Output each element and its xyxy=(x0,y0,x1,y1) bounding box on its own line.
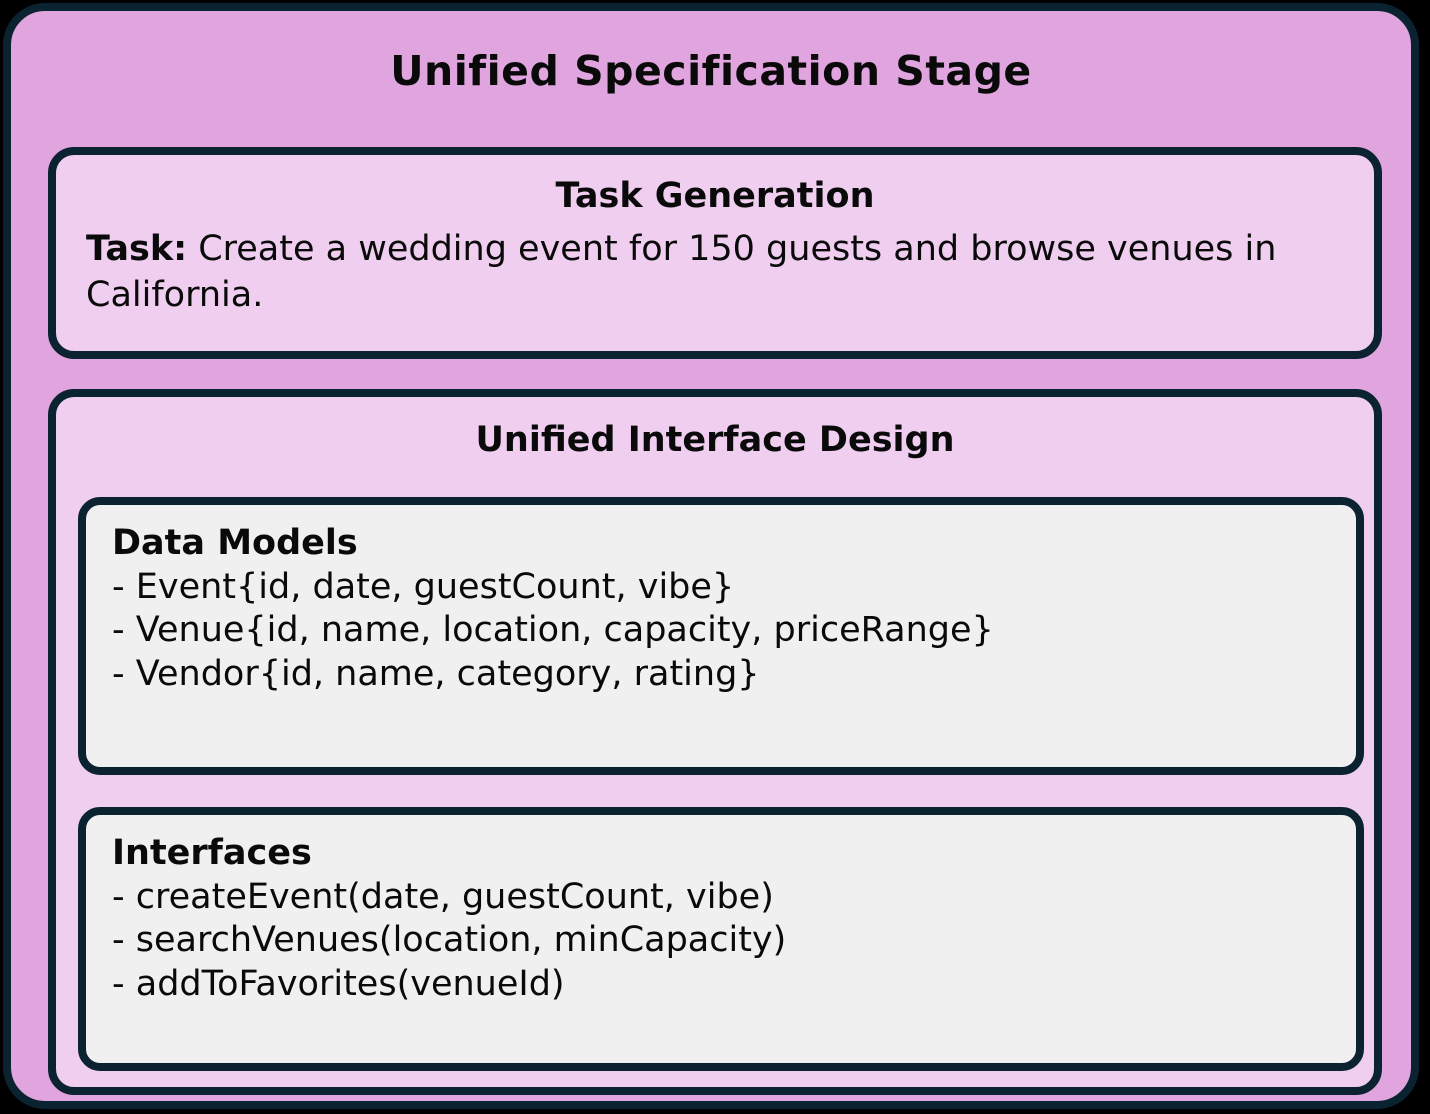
list-item: - searchVenues(location, minCapacity) xyxy=(112,920,787,961)
data-models-heading: Data Models xyxy=(112,523,358,563)
unified-interface-design-section: Unified Interface Design Data Models - E… xyxy=(48,389,1382,1095)
task-generation-title: Task Generation xyxy=(555,176,875,216)
data-models-panel: Data Models - Event{id, date, guestCount… xyxy=(78,497,1364,775)
interfaces-heading: Interfaces xyxy=(112,833,312,873)
list-item: - createEvent(date, guestCount, vibe) xyxy=(112,876,774,917)
task-text: Create a wedding event for 150 guests an… xyxy=(86,228,1277,315)
list-item: - Event{id, date, guestCount, vibe} xyxy=(112,566,735,607)
page-title: Unified Specification Stage xyxy=(390,47,1032,95)
unified-interface-design-title: Unified Interface Design xyxy=(475,420,955,460)
task-description: Task: Create a wedding event for 150 gue… xyxy=(56,216,1374,318)
task-generation-section: Task Generation Task: Create a wedding e… xyxy=(48,147,1382,359)
list-item: - addToFavorites(venueId) xyxy=(112,964,565,1005)
task-label: Task: xyxy=(86,228,188,269)
interfaces-panel: Interfaces - createEvent(date, guestCoun… xyxy=(78,807,1364,1071)
unified-specification-stage: Unified Specification Stage Task Generat… xyxy=(3,3,1419,1109)
list-item: - Vendor{id, name, category, rating} xyxy=(112,654,760,695)
list-item: - Venue{id, name, location, capacity, pr… xyxy=(112,610,994,651)
